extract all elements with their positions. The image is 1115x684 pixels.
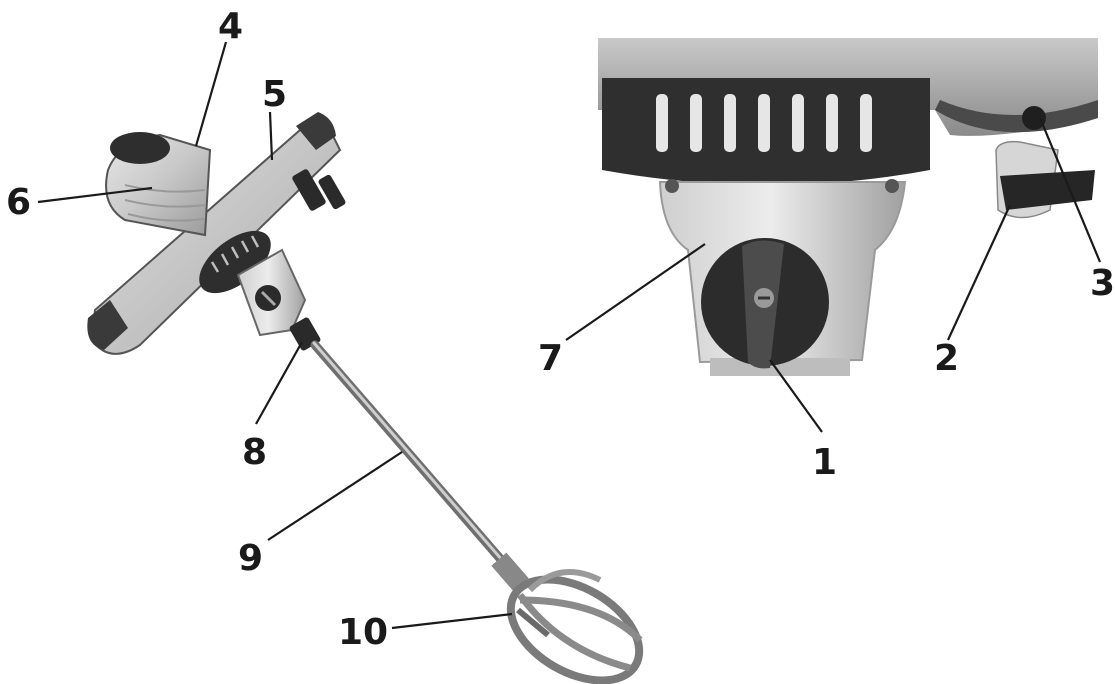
callout-3: 3 — [1090, 263, 1115, 304]
grip-end-cap — [110, 132, 170, 164]
switch-block — [291, 168, 346, 212]
leader-8 — [256, 342, 302, 424]
leader-2 — [948, 205, 1010, 340]
leader-9 — [268, 452, 402, 540]
callout-2: 2 — [934, 338, 959, 379]
leader-10 — [392, 614, 512, 628]
mixing-shaft — [314, 343, 529, 591]
callout-9: 9 — [238, 538, 263, 579]
side-grip — [106, 132, 210, 235]
mixer-overall-view — [87, 112, 656, 684]
callout-4: 4 — [218, 6, 243, 47]
trigger-switch — [996, 142, 1095, 218]
callout-10: 10 — [338, 612, 388, 653]
vent-ring-closeup — [602, 78, 930, 185]
callout-8: 8 — [242, 432, 267, 473]
leader-lines — [38, 42, 1100, 628]
callout-1: 1 — [812, 442, 837, 483]
leader-4 — [196, 42, 226, 146]
leader-5 — [270, 112, 272, 160]
leader-7 — [566, 244, 705, 340]
gearbox-closeup-view — [598, 38, 1098, 376]
callout-5: 5 — [262, 74, 287, 115]
callout-7: 7 — [538, 338, 563, 379]
callout-6: 6 — [6, 182, 31, 223]
